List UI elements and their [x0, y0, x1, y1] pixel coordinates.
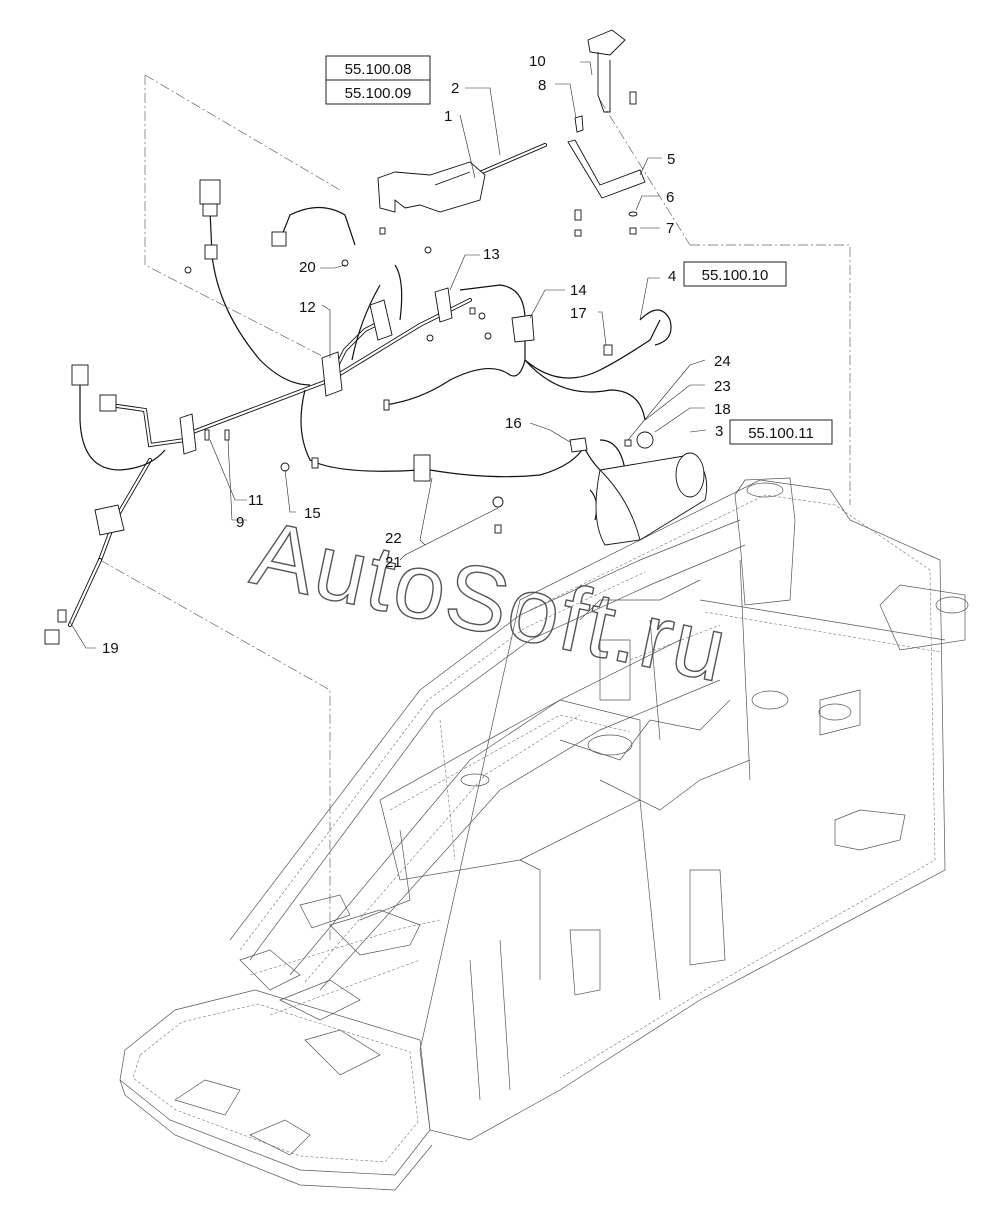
callout-17[interactable]: 17 [570, 305, 587, 322]
callout-12[interactable]: 12 [299, 299, 316, 316]
callout-11[interactable]: 11 [248, 492, 264, 509]
watermark: AutoSoft.ru [244, 502, 737, 702]
callout-15[interactable]: 15 [304, 505, 321, 522]
machine-frame [119, 477, 969, 1191]
callout-6[interactable]: 6 [666, 189, 674, 206]
callout-13[interactable]: 13 [483, 246, 500, 263]
callout-10[interactable]: 10 [529, 53, 546, 70]
callout-8[interactable]: 8 [538, 77, 546, 94]
reference-label: 55.100.11 [748, 425, 814, 442]
callout-19[interactable]: 19 [102, 640, 119, 657]
callout-2[interactable]: 2 [451, 80, 459, 97]
callout-23[interactable]: 23 [714, 378, 731, 395]
leader-lines [69, 61, 707, 649]
callout-1[interactable]: 1 [444, 108, 452, 125]
callout-24[interactable]: 24 [714, 353, 731, 370]
callout-20[interactable]: 20 [299, 259, 316, 276]
callout-7[interactable]: 7 [666, 220, 674, 237]
callout-22[interactable]: 22 [385, 530, 402, 547]
callout-21[interactable]: 21 [385, 554, 402, 571]
reference-box-55-100-11[interactable]: 55.100.11 [729, 419, 833, 445]
component-parts [44, 29, 708, 645]
callout-14[interactable]: 14 [570, 282, 587, 299]
reference-box-55-100-10[interactable]: 55.100.10 [683, 261, 787, 287]
callout-9[interactable]: 9 [236, 514, 244, 531]
callout-numbers: 1 2 3 4 5 6 7 8 9 10 11 12 13 14 15 16 1… [102, 53, 731, 657]
reference-label: 55.100.08 [345, 61, 412, 78]
callout-5[interactable]: 5 [667, 151, 675, 168]
callout-3[interactable]: 3 [715, 423, 723, 440]
callout-4[interactable]: 4 [668, 268, 676, 285]
callout-18[interactable]: 18 [714, 401, 731, 418]
explode-region-outline [99, 74, 851, 940]
reference-label: 55.100.09 [345, 85, 412, 102]
reference-label: 55.100.10 [702, 267, 769, 284]
wiring-harness [68, 143, 672, 627]
callout-16[interactable]: 16 [505, 415, 522, 432]
reference-box-55-100-08[interactable]: 55.100.08 [325, 55, 431, 81]
reference-box-55-100-09[interactable]: 55.100.09 [325, 79, 431, 105]
